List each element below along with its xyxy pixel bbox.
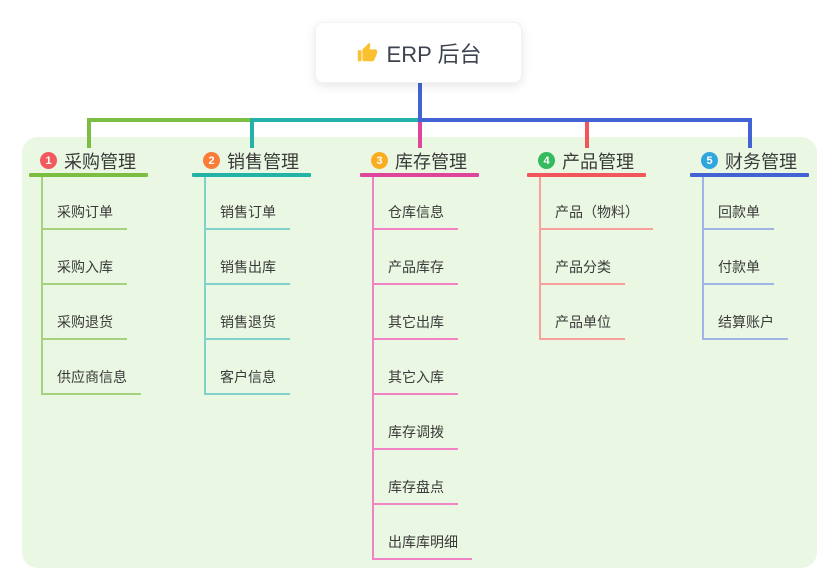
item-row: 客户信息 — [192, 340, 342, 395]
branch-number-badge: 1 — [40, 152, 57, 169]
branch-node-1[interactable]: 1 采购管理 — [29, 148, 179, 173]
item-row: 销售出库 — [192, 230, 342, 285]
item-node[interactable]: 产品分类 — [539, 257, 625, 285]
branch-column-3: 3 库存管理仓库信息产品库存其它出库其它入库库存调拨库存盘点出库库明细 — [360, 148, 510, 560]
branch-title: 采购管理 — [64, 151, 136, 172]
item-node[interactable]: 采购退货 — [41, 312, 127, 340]
branch-title: 产品管理 — [562, 151, 634, 172]
item-node[interactable]: 客户信息 — [204, 367, 290, 395]
branch-node-2[interactable]: 2 销售管理 — [192, 148, 342, 173]
branch-column-5: 5 财务管理回款单付款单结算账户 — [690, 148, 839, 340]
item-row: 产品单位 — [527, 285, 677, 340]
branch-node-5[interactable]: 5 财务管理 — [690, 148, 839, 173]
branch-number-badge: 3 — [371, 152, 388, 169]
item-node[interactable]: 其它入库 — [372, 367, 458, 395]
item-node[interactable]: 库存调拨 — [372, 422, 458, 450]
item-node[interactable]: 付款单 — [702, 257, 774, 285]
branch-underline — [29, 173, 148, 177]
item-row: 产品分类 — [527, 230, 677, 285]
item-node[interactable]: 其它出库 — [372, 312, 458, 340]
branch-number-badge: 5 — [701, 152, 718, 169]
item-node[interactable]: 产品（物料） — [539, 202, 653, 230]
item-row: 付款单 — [690, 230, 839, 285]
item-node[interactable]: 产品库存 — [372, 257, 458, 285]
item-node[interactable]: 销售订单 — [204, 202, 290, 230]
item-row: 采购退货 — [29, 285, 179, 340]
branch-number-badge: 2 — [203, 152, 220, 169]
branches-panel — [22, 137, 817, 568]
item-row: 库存盘点 — [360, 450, 510, 505]
branch-title: 财务管理 — [725, 151, 797, 172]
branch-column-1: 1 采购管理采购订单采购入库采购退货供应商信息 — [29, 148, 179, 395]
item-node[interactable]: 采购入库 — [41, 257, 127, 285]
item-node[interactable]: 仓库信息 — [372, 202, 458, 230]
branch-3-drop-line — [417, 118, 422, 148]
branch-items: 采购订单采购入库采购退货供应商信息 — [29, 177, 179, 395]
item-row: 供应商信息 — [29, 340, 179, 395]
item-node[interactable]: 产品单位 — [539, 312, 625, 340]
item-row: 结算账户 — [690, 285, 839, 340]
item-node[interactable]: 供应商信息 — [41, 367, 141, 395]
item-row: 其它入库 — [360, 340, 510, 395]
item-node[interactable]: 采购订单 — [41, 202, 127, 230]
branch-spine-line — [702, 177, 704, 340]
branch-spine-line — [372, 177, 374, 560]
root-title: ERP 后台 — [386, 41, 482, 67]
branch-column-2: 2 销售管理销售订单销售出库销售退货客户信息 — [192, 148, 342, 395]
item-row: 回款单 — [690, 177, 839, 230]
branch-items: 销售订单销售出库销售退货客户信息 — [192, 177, 342, 395]
branch-5-drop-line — [747, 118, 752, 148]
branch-title: 库存管理 — [395, 151, 467, 172]
branch-title: 销售管理 — [227, 151, 299, 172]
branch-items: 回款单付款单结算账户 — [690, 177, 839, 340]
item-row: 其它出库 — [360, 285, 510, 340]
bus-segment-left — [86, 118, 254, 122]
branch-items: 产品（物料） 产品分类产品单位 — [527, 177, 677, 340]
branch-underline — [192, 173, 311, 177]
item-row: 库存调拨 — [360, 395, 510, 450]
item-row: 销售退货 — [192, 285, 342, 340]
branch-number-badge: 4 — [538, 152, 555, 169]
item-row: 采购订单 — [29, 177, 179, 230]
root-stem-line — [417, 82, 422, 122]
branch-node-4[interactable]: 4 产品管理 — [527, 148, 677, 173]
branch-spine-line — [41, 177, 43, 395]
item-row: 产品（物料） — [527, 177, 677, 230]
item-row: 销售订单 — [192, 177, 342, 230]
item-node[interactable]: 结算账户 — [702, 312, 788, 340]
item-node[interactable]: 销售退货 — [204, 312, 290, 340]
branch-items: 仓库信息产品库存其它出库其它入库库存调拨库存盘点出库库明细 — [360, 177, 510, 560]
bus-segment-right — [417, 118, 752, 122]
branch-spine-line — [204, 177, 206, 395]
item-row: 采购入库 — [29, 230, 179, 285]
item-row: 产品库存 — [360, 230, 510, 285]
root-node[interactable]: ERP 后台 — [315, 22, 522, 83]
item-node[interactable]: 销售出库 — [204, 257, 290, 285]
branch-underline — [360, 173, 479, 177]
bus-segment-mid — [249, 118, 422, 122]
branch-spine-line — [539, 177, 541, 340]
item-node[interactable]: 库存盘点 — [372, 477, 458, 505]
branch-underline — [690, 173, 809, 177]
branch-2-drop-line — [249, 118, 254, 148]
thumbs-up-icon — [356, 42, 378, 64]
branch-1-drop-line — [86, 118, 91, 148]
branch-underline — [527, 173, 646, 177]
branch-column-4: 4 产品管理产品（物料） 产品分类产品单位 — [527, 148, 677, 340]
item-row: 仓库信息 — [360, 177, 510, 230]
branch-4-drop-line — [584, 118, 589, 148]
branch-node-3[interactable]: 3 库存管理 — [360, 148, 510, 173]
item-node[interactable]: 出库库明细 — [372, 532, 472, 560]
item-node[interactable]: 回款单 — [702, 202, 774, 230]
item-row: 出库库明细 — [360, 505, 510, 560]
